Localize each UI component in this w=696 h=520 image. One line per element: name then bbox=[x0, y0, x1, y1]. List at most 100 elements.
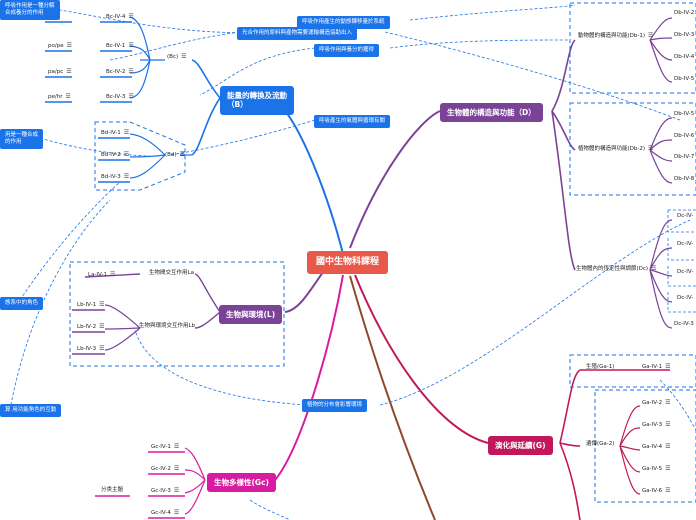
leaf-dc[interactable]: Dc-IV- bbox=[677, 213, 694, 220]
root-node[interactable]: 國中生物科課程 bbox=[307, 251, 389, 274]
leaf-ga-iv-1[interactable]: Ga-IV-1☰ bbox=[642, 364, 671, 371]
leaf-db[interactable]: Db-IV-4 bbox=[674, 54, 694, 61]
leaf-lb-iv-2[interactable]: Lb-IV-2☰ bbox=[77, 324, 104, 331]
leaf-bc-iv-2[interactable]: Bc-IV-2☰ bbox=[106, 69, 134, 76]
note-respiration-decompose[interactable]: 呼吸作用是一種分解 合成養分的作用 bbox=[0, 0, 60, 21]
sub-db1-label: 動物體的構造與功能(Db-1) bbox=[578, 33, 646, 39]
sub-bd[interactable]: (Bd)☰ bbox=[163, 151, 187, 160]
leaf-label: Ga-IV-4 bbox=[642, 444, 663, 450]
leaf-db[interactable]: Db-IV-7 bbox=[674, 154, 694, 161]
leaf-label: Lb-IV-3 bbox=[77, 346, 97, 352]
branch-evolution[interactable]: 演化與延續(G) bbox=[488, 436, 553, 456]
branch-environment[interactable]: 生物與環境(L) bbox=[219, 305, 283, 325]
menu-icon: ☰ bbox=[66, 42, 72, 49]
menu-icon: ☰ bbox=[665, 465, 671, 472]
leaf-gc-iv-3[interactable]: Gc-IV-3☰ bbox=[151, 488, 179, 495]
sub-bc[interactable]: (Bc)☰ bbox=[165, 53, 188, 62]
leaf-bd-iv-3[interactable]: Bd-IV-3☰ bbox=[101, 174, 129, 181]
sub-ga2[interactable]: 遺傳(Ga-2) bbox=[584, 441, 616, 449]
note-synthesis[interactable]: 用是一種合成 的作用 bbox=[0, 129, 44, 150]
note-photosynthesis-transport[interactable]: 光合作用的原料與產物需要運輸構造協助出入 bbox=[237, 27, 358, 41]
leaf-gc-iv-4[interactable]: Gc-IV-4☰ bbox=[151, 510, 179, 517]
leaf-ga[interactable]: Ga-IV-3☰ bbox=[642, 422, 671, 429]
sub-lb[interactable]: 生物與環境交互作用Lb bbox=[137, 323, 197, 331]
leaf-bd-iv-1[interactable]: Bd-IV-1☰ bbox=[101, 130, 129, 137]
leaf-gc-iv-1[interactable]: Gc-IV-1☰ bbox=[151, 444, 179, 451]
sub-lb-label: 生物與環境交互作用Lb bbox=[139, 323, 196, 329]
sub-db1[interactable]: 動物體的構造與功能(Db-1)☰ bbox=[576, 32, 655, 41]
sub-gc-class[interactable]: 分类主題 bbox=[99, 487, 125, 495]
leaf-label: Db-IV-2 bbox=[674, 10, 695, 16]
note-respiration-nutrients[interactable]: 呼吸作用與養分的獲得 bbox=[314, 44, 380, 58]
leaf-lb-iv-1[interactable]: Lb-IV-1☰ bbox=[77, 302, 104, 309]
leaf-label: Lb-IV-1 bbox=[77, 302, 97, 308]
sub-ga1[interactable]: 生殖(Ga-1) bbox=[584, 364, 616, 372]
leaf-dc[interactable]: Dc-IV- bbox=[677, 295, 693, 302]
leaf-dc[interactable]: Dc-IV- bbox=[677, 269, 693, 276]
note-respiration-energy[interactable]: 呼吸作用產生的動態轉移量於系統 bbox=[297, 16, 390, 30]
note-respiration-circulation[interactable]: 呼吸產生的氣體與循環有關 bbox=[314, 115, 391, 129]
leaf-label: Bc-IV-2 bbox=[106, 69, 126, 75]
menu-icon: ☰ bbox=[648, 32, 654, 39]
root-title: 國中生物科課程 bbox=[316, 257, 380, 267]
leaf-db[interactable]: Db-IV-8 bbox=[674, 176, 694, 183]
leaf-label: Bd-IV-2 bbox=[101, 152, 121, 158]
leaf-dc[interactable]: Dc-IV-3 bbox=[674, 321, 694, 328]
menu-icon: ☰ bbox=[123, 151, 130, 158]
note-text: 呼吸作用產生的動態轉移量於系統 bbox=[302, 19, 385, 25]
leaf-dc[interactable]: Dc-IV- bbox=[677, 241, 694, 248]
note-role-interaction[interactable]: 算 用功能角色的互動 bbox=[0, 404, 62, 418]
branch-diversity[interactable]: 生物多樣性(Gc) bbox=[207, 473, 276, 493]
menu-icon: ☰ bbox=[648, 145, 654, 152]
leaf-ga[interactable]: Ga-IV-6☰ bbox=[642, 488, 671, 495]
leaf-bc-iv-4[interactable]: Bc-IV-4☰ bbox=[106, 14, 134, 21]
menu-icon: ☰ bbox=[123, 173, 130, 180]
link-root-structure bbox=[349, 110, 441, 249]
leaf-db[interactable]: Db-IV-6 bbox=[674, 133, 695, 140]
leaf-label: Ga-IV-1 bbox=[642, 364, 663, 370]
leaf-po-pe[interactable]: po/pe☰ bbox=[48, 43, 72, 50]
leaf-label: Db-IV-6 bbox=[674, 133, 695, 139]
sub-ga2-label: 遺傳(Ga-2) bbox=[586, 441, 615, 447]
leaf-label: Dc-IV- bbox=[677, 213, 694, 219]
menu-icon: ☰ bbox=[128, 93, 134, 100]
leaf-db[interactable]: Db-IV-3 bbox=[674, 32, 694, 39]
leaf-bd-iv-2[interactable]: Bd-IV-2☰ bbox=[101, 152, 129, 159]
sub-dc[interactable]: 生物體內的恆定性與調節(Dc)☰ bbox=[574, 265, 658, 274]
sub-db2[interactable]: 植物體的構造與功能(Db-2)☰ bbox=[576, 145, 655, 154]
menu-icon: ☰ bbox=[173, 487, 180, 494]
leaf-label: po/pe bbox=[48, 43, 64, 49]
sub-ga1-label: 生殖(Ga-1) bbox=[586, 364, 615, 370]
leaf-ga[interactable]: Ga-IV-5☰ bbox=[642, 466, 671, 473]
leaf-pa-pc[interactable]: pa/pc☰ bbox=[48, 69, 72, 76]
leaf-db[interactable]: Db-IV-2 bbox=[674, 10, 695, 17]
sub-la[interactable]: 生物間交互作用La bbox=[147, 270, 196, 278]
note-plant-distribution[interactable]: 植物的分布會影響環境 bbox=[302, 399, 368, 413]
leaf-ga[interactable]: Ga-IV-2☰ bbox=[642, 400, 671, 407]
branch-energy[interactable]: 能量的轉換及流動（B） bbox=[220, 86, 294, 115]
leaf-db[interactable]: Db-IV-5 bbox=[674, 111, 694, 118]
leaf-lb-iv-3[interactable]: Lb-IV-3☰ bbox=[77, 346, 104, 353]
leaf-la-iv-1[interactable]: La-IV-1☰ bbox=[88, 272, 115, 279]
leaf-gc-iv-2[interactable]: Gc-IV-2☰ bbox=[151, 466, 179, 473]
leaf-bc-iv-3[interactable]: Bc-IV-3☰ bbox=[106, 94, 134, 101]
note-ecosystem-role[interactable]: 態系中的角色 bbox=[0, 297, 44, 311]
leaf-bc-iv-1[interactable]: Bc-IV-1☰ bbox=[106, 43, 134, 50]
leaf-label: Bc-IV-3 bbox=[106, 94, 126, 100]
branch-energy-title: 能量的轉換及流動（B） bbox=[227, 91, 287, 110]
leaf-label: Bc-IV-4 bbox=[106, 14, 126, 20]
leaf-ga[interactable]: Ga-IV-4☰ bbox=[642, 444, 671, 451]
menu-icon: ☰ bbox=[65, 93, 71, 100]
leaf-label: Bd-IV-3 bbox=[101, 174, 121, 180]
menu-icon: ☰ bbox=[123, 129, 130, 136]
leaf-db[interactable]: Db-IV-5 bbox=[674, 76, 694, 83]
leaf-pe-hr[interactable]: pe/hr☰ bbox=[48, 94, 71, 101]
leaf-label: La-IV-1 bbox=[88, 272, 107, 278]
leaf-label: Dc-IV- bbox=[677, 241, 694, 247]
leaf-label: Ga-IV-5 bbox=[642, 466, 663, 472]
menu-icon: ☰ bbox=[665, 363, 671, 370]
sub-dc-label: 生物體內的恆定性與調節(Dc) bbox=[576, 266, 649, 272]
branch-structure[interactable]: 生物體的構造與功能（D） bbox=[440, 103, 543, 123]
